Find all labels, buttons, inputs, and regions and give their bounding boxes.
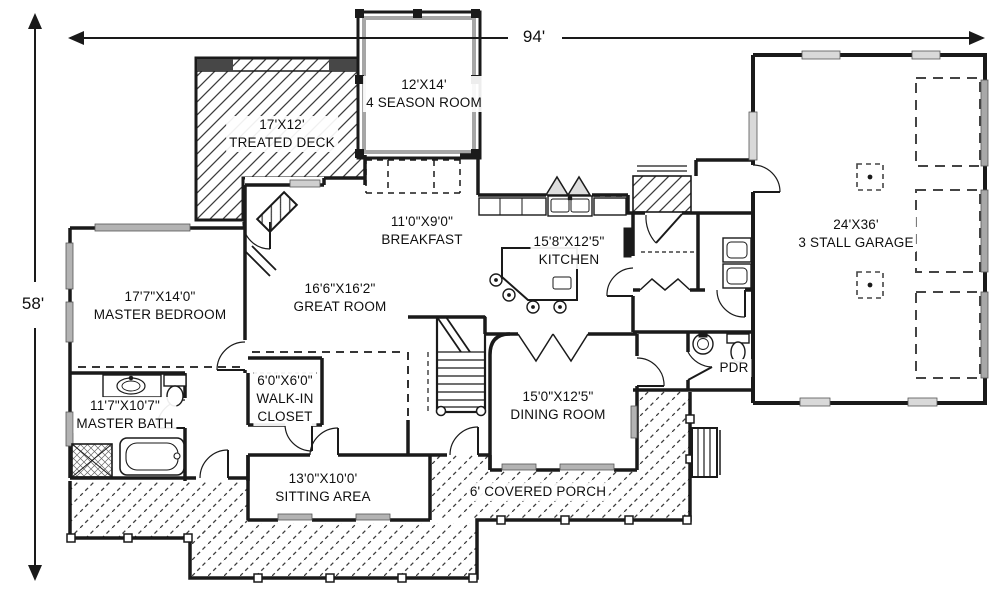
house-walls (68, 53, 987, 522)
room-fills (70, 12, 985, 520)
porch-posts (66, 414, 695, 583)
height-dimension-label: 58' (15, 294, 51, 314)
vanity-sink-icon (102, 374, 162, 398)
garage-door (980, 291, 989, 379)
window-bedroom-left (65, 242, 74, 290)
patio-door-great-room (289, 179, 321, 188)
room-label-walk-in-closet: 6'0"X6'0" WALK-IN CLOSET (253, 372, 317, 426)
window-garage (911, 50, 941, 60)
window-bedroom-top (94, 223, 191, 232)
stool-icon (489, 273, 567, 314)
garage-interior (856, 77, 981, 379)
front-steps (691, 427, 721, 478)
window-dining-side (630, 405, 638, 439)
width-dimension-arrow (68, 31, 985, 45)
room-label-kitchen: 15'8"X12'5" KITCHEN (530, 233, 608, 269)
room-label-dining: 15'0"X12'5" DINING ROOM (507, 388, 609, 424)
room-label-breakfast: 11'0"X9'0" BREAKFAST (378, 213, 466, 249)
room-label-porch: 6' COVERED PORCH (466, 483, 610, 501)
window-bedroom-left (65, 301, 74, 343)
windows (65, 50, 989, 521)
porch-hatch (70, 390, 690, 578)
room-label-pdr: PDR (716, 359, 752, 377)
pdr-fixtures (692, 332, 750, 363)
island-sink-icon (552, 276, 572, 290)
room-label-deck: 17'X12' TREATED DECK (226, 116, 338, 152)
pdr-sink-icon (692, 332, 714, 355)
window-garage-left (748, 111, 758, 161)
room-label-great-room: 16'6"X16'2" GREAT ROOM (290, 280, 390, 316)
garage-post-icon (856, 163, 884, 299)
window-bath-left (65, 411, 74, 447)
back-stoop (632, 165, 692, 213)
dimension-arrows (28, 13, 985, 581)
garage-door (980, 79, 989, 167)
fireplace-icon (245, 190, 299, 277)
bath-fixtures (71, 374, 187, 478)
casement-window-icon (544, 175, 592, 196)
window-sitting (355, 513, 391, 521)
stairs-icon (427, 315, 487, 417)
garage-stall-outline (915, 77, 981, 379)
washer-dryer-icon (722, 237, 752, 289)
window-garage (801, 50, 841, 60)
pdr-toilet-icon (726, 333, 750, 363)
porch-outline (66, 392, 695, 583)
window-dining (501, 463, 537, 471)
room-label-sitting: 13'0"X10'0' SITTING AREA (272, 470, 374, 506)
french-doors-icon (517, 333, 589, 363)
width-dimension-label: 94' (516, 27, 552, 47)
deck-planter-icon (197, 59, 233, 71)
window-garage (907, 397, 938, 407)
window-sitting (277, 513, 313, 521)
room-label-master-bedroom: 17'7"X14'0" MASTER BEDROOM (90, 288, 230, 324)
height-dimension-arrow (28, 13, 42, 581)
garage-door (980, 189, 989, 273)
deck-planter-icon (329, 59, 365, 71)
bathtub-icon (119, 437, 185, 476)
window-garage (799, 397, 831, 407)
window-dining (559, 463, 615, 471)
room-label-master-bath: 11'7"X10'7" MASTER BATH (73, 397, 177, 433)
room-label-garage: 24'X36' 3 STALL GARAGE (795, 216, 917, 252)
kitchen-sink-icon (547, 195, 593, 217)
refrigerator-icon (623, 227, 632, 258)
shower-icon (71, 443, 113, 478)
room-label-season: 12'X14' 4 SEASON ROOM (363, 76, 485, 112)
